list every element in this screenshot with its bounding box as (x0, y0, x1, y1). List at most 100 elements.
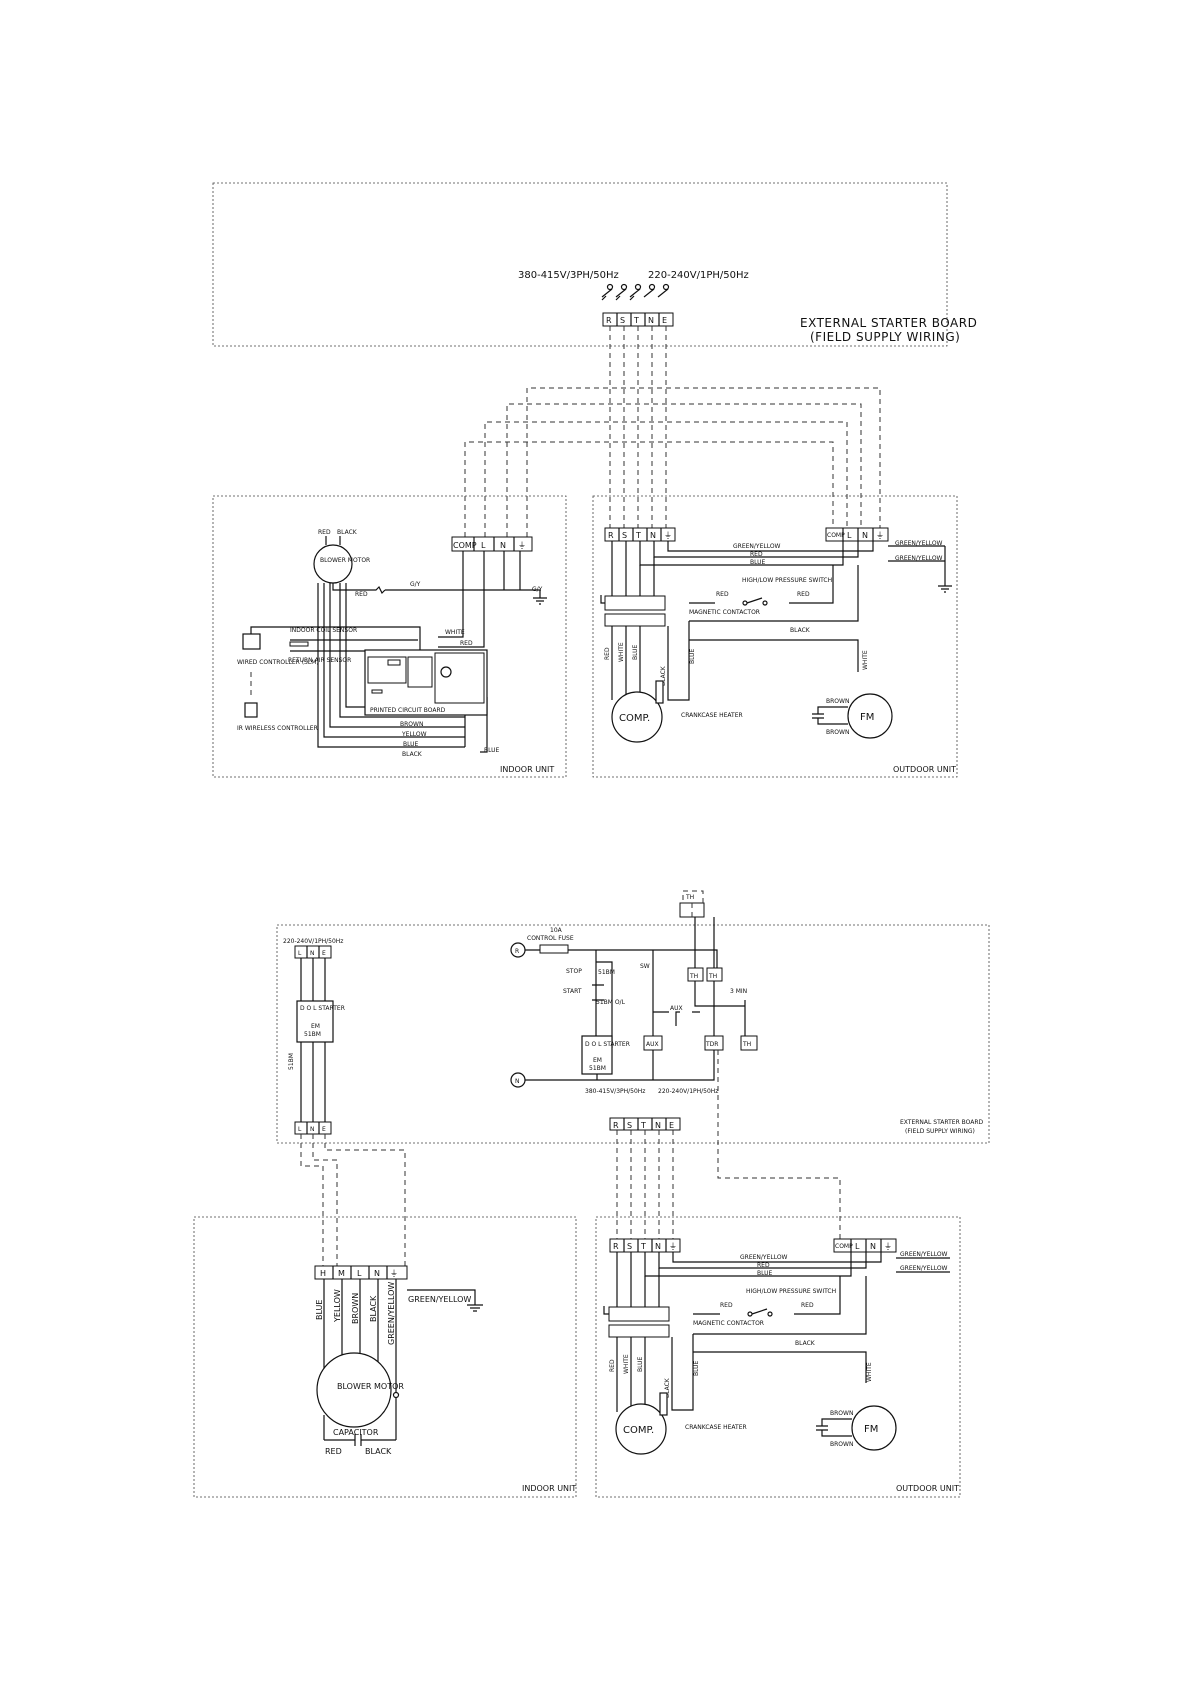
magnetic-contactor-body-2 (608, 1306, 670, 1322)
indoor-wire-black-label-1: BLACK (402, 751, 423, 758)
compressor-label-1: COMP. (619, 713, 650, 724)
indoor-wire-brown-label-2: BROWN (351, 1293, 360, 1324)
blower-motor-1: BLOWER MOTOR RED BLACK (313, 529, 370, 584)
indoor-terminal-n-1: N (500, 541, 506, 550)
indoor-wire-blue-label-2: BLUE (315, 1300, 324, 1320)
ir-controller-label-1: IR WIRELESS CONTROLLER (237, 725, 318, 732)
outdoor-unit-label-1: OUTDOOR UNIT (893, 765, 956, 774)
stop-51bm-label-2: 51BM (598, 969, 615, 976)
outdoor-terminal-l-2: L (855, 1242, 860, 1251)
indoor-wire-gy-label-1: G/Y (410, 581, 421, 588)
outdoor-gy-label-2b: GREEN/YELLOW (900, 1251, 948, 1258)
heater-wire-blue-label-2: BLUE (693, 1360, 700, 1376)
magnetic-contactor-label-2: MAGNETIC CONTACTOR (693, 1320, 764, 1327)
left-51bm-label-2: 51BM (288, 1053, 295, 1070)
outdoor-wiring-1: GREEN/YELLOW RED BLUE GREEN/YELLOW GREEN… (600, 540, 952, 701)
outdoor-wiring-2: GREEN/YELLOW RED BLUE GREEN/YELLOW GREEN… (603, 1251, 950, 1412)
fm-brown-label-2b: BROWN (830, 1441, 853, 1448)
fan-motor-1: FM BROWN BROWN WHITE (812, 650, 893, 739)
fm-white-label-1: WHITE (862, 650, 869, 670)
indoor-coil-sensor-label-1: INDOOR COIL SENSOR (290, 627, 357, 634)
supply-3ph-label-2: 380-415V/3PH/50Hz (585, 1088, 645, 1095)
dol-starter-2 (581, 1035, 613, 1075)
indoor-terminal-block-1: COMP L N ⏚ (451, 536, 533, 552)
starter-terminal-s-1: S (620, 316, 625, 325)
indoor-terminal-h-2: H (320, 1269, 326, 1278)
starter-terminal-e-2: E (669, 1121, 674, 1130)
pressure-switch-label-1: HIGH/LOW PRESSURE SWITCH (742, 577, 832, 584)
dol-starter-label-2: D O L STARTER (585, 1041, 630, 1048)
sw-label-2: SW (640, 963, 650, 970)
diagram-1: 380-415V/3PH/50Hz 220-240V/1PH/50Hz R S … (212, 182, 977, 778)
wired-controller-1 (242, 633, 261, 650)
outdoor-unit-label-2: OUTDOOR UNIT (896, 1484, 959, 1493)
magnetic-contactor-body-1 (604, 595, 666, 611)
blower-wire-black-label-1: BLACK (337, 529, 358, 536)
indoor-wire-blue-label-1: BLUE (403, 741, 419, 748)
blower-motor-2: BLOWER MOTOR CAPACITOR RED BLACK (316, 1352, 404, 1456)
crankcase-heater-label-2: CRANKCASE HEATER (685, 1424, 747, 1431)
outdoor-red-label-2c: RED (801, 1302, 814, 1309)
fm-brown-label-1: BROWN (826, 698, 849, 705)
dol-code-label-2: 51BM (589, 1065, 606, 1072)
indoor-wire-gy-vert-label-2: GREEN/YELLOW (387, 1282, 396, 1345)
supply-3ph-label-1: 380-415V/3PH/50Hz (518, 270, 619, 281)
pressure-switch-label-2: HIGH/LOW PRESSURE SWITCH (746, 1288, 836, 1295)
outdoor-terminal-s-1: S (622, 531, 627, 540)
starter-board-subtitle-1: (FIELD SUPPLY WIRING) (810, 330, 960, 344)
left-dol-starter-label-2: D O L STARTER (300, 1005, 345, 1012)
left-top-terminal-n-2: N (310, 950, 315, 957)
indoor-unit-label-1: INDOOR UNIT (500, 765, 554, 774)
outdoor-terminal-block-1: R S T N ⏚ (604, 527, 676, 542)
control-fuse-2 (539, 944, 569, 954)
comp-wire-blue-label-1: BLUE (632, 644, 639, 660)
outdoor-terminal-earth-right-1: ⏚ (876, 531, 884, 540)
capacitor-label-2: CAPACITOR (333, 1428, 379, 1437)
indoor-terminal-l-2: L (357, 1269, 362, 1278)
th-relay-2 (740, 1035, 758, 1051)
outdoor-gy-label-2: GREEN/YELLOW (740, 1254, 788, 1261)
left-dol-code-label-2: 51BM (304, 1031, 321, 1038)
printed-circuit-board-1: PRINTED CIRCUIT BOARD (364, 649, 488, 716)
left-bottom-terminal-n-2: N (310, 1126, 315, 1133)
dol-em-label-2: EM (593, 1057, 602, 1064)
indoor-wire-white-label-1: WHITE (445, 629, 465, 636)
comp-wire-white-label-2: WHITE (623, 1354, 630, 1374)
starter-terminal-t-1: T (633, 316, 639, 325)
supply-1ph-label-2b: 220-240V/1PH/50Hz (658, 1088, 718, 1095)
control-circuit-2: TH R N 10A CONTROL FUSE STOP START 51BM … (510, 894, 984, 1135)
starter-terminal-s-2: S (627, 1121, 632, 1130)
starter-board-box-2 (276, 924, 990, 1144)
aux-contact-label-2: AUX (670, 1005, 683, 1012)
indoor-wire-yellow-label-2: YELLOW (333, 1289, 342, 1323)
outdoor-terminal-n-1: N (650, 531, 656, 540)
pcb-label-1: PRINTED CIRCUIT BOARD (370, 707, 446, 714)
fm-white-label-2: WHITE (866, 1362, 873, 1382)
outdoor-terminal-n-right-1: N (862, 531, 868, 540)
indoor-terminal-earth-1: ⏚ (518, 541, 526, 550)
outdoor-terminal-t-1: T (635, 531, 641, 540)
outdoor-blue-label-1: BLUE (750, 559, 766, 566)
outdoor-gy-label-1: GREEN/YELLOW (733, 543, 781, 550)
outdoor-red-label-1: RED (750, 551, 763, 558)
indoor-terminal-block-2: H M L N ⏚ (314, 1265, 408, 1280)
compressor-label-2: COMP. (623, 1425, 654, 1436)
indoor-terminal-l-1: L (481, 541, 486, 550)
fuse-rating-label-2: 10A (550, 927, 563, 934)
indoor-terminal-earth-2: ⏚ (390, 1269, 398, 1278)
left-top-terminal-e-2: E (322, 950, 326, 957)
indoor-sensors-1: INDOOR COIL SENSOR RETURN AIR SENSOR WIR… (237, 627, 357, 732)
outdoor-red-label-2: RED (757, 1262, 770, 1269)
capacitor-black-label-2: BLACK (365, 1447, 392, 1456)
compressor-1: COMP. CRANKCASE HEATER (611, 680, 743, 743)
compressor-2: COMP. CRANKCASE HEATER (615, 1392, 747, 1455)
indoor-wire-brown-label-1: BROWN (400, 721, 423, 728)
left-terminal-block-bottom-2: L N E (294, 1121, 332, 1135)
starter-terminal-e-1: E (662, 316, 667, 325)
outdoor-terminal-e-2: ⏚ (669, 1242, 677, 1251)
starter-terminal-n-1: N (648, 316, 654, 325)
outdoor-terminal-r-2: R (613, 1242, 619, 1251)
indoor-wire-red-label-1: RED (355, 591, 368, 598)
outdoor-unit-box-2 (595, 1216, 961, 1498)
